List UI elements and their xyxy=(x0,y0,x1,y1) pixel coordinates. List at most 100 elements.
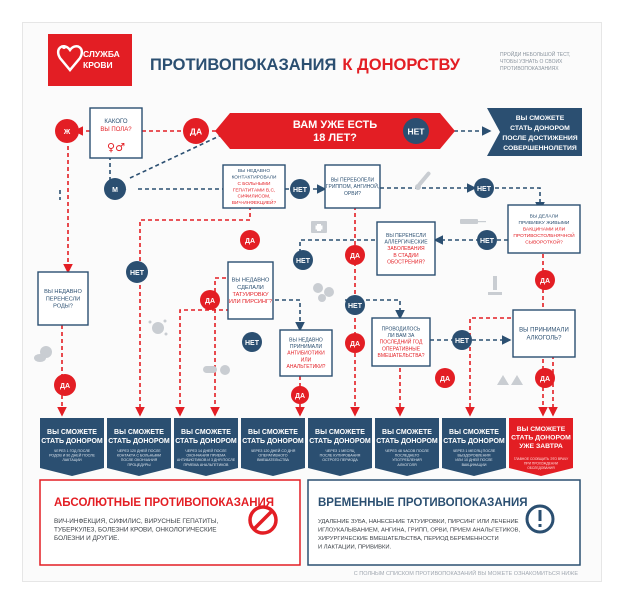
syringe-icon xyxy=(460,219,486,224)
yes-node: ДА xyxy=(535,270,555,290)
decorative-icons xyxy=(34,171,523,385)
svg-text:ВАКЦИНАЦИИ: ВАКЦИНАЦИИ xyxy=(462,463,487,467)
svg-text:ВЫ СМОЖЕТЕ: ВЫ СМОЖЕТЕ xyxy=(516,115,565,122)
text-line: И ЛАКТАЦИИ, ПРИВИВКИ. xyxy=(318,545,392,551)
svg-text:ВЫ СМОЖЕТЕ: ВЫ СМОЖЕТЕ xyxy=(114,429,164,436)
tablets-icon xyxy=(313,283,334,302)
svg-text:ЧЕРЕЗ 1 МЕСЯЦ ПОСЛЕ: ЧЕРЕЗ 1 МЕСЯЦ ПОСЛЕ xyxy=(453,449,496,453)
svg-text:ГЛАВНОЕ СООБЩИТЬ ЭТО ВРАЧУ: ГЛАВНОЕ СООБЩИТЬ ЭТО ВРАЧУ xyxy=(514,457,569,461)
thermometer-icon xyxy=(415,171,431,190)
svg-text:ДА: ДА xyxy=(295,393,305,400)
svg-text:ОБСЛЕДОВАНИЯ: ОБСЛЕДОВАНИЯ xyxy=(527,466,555,470)
svg-text:М: М xyxy=(112,187,118,194)
logo-line1: СЛУЖБА xyxy=(83,49,120,59)
svg-text:ЧЕРЕЗ 1 МЕСЯЦ: ЧЕРЕЗ 1 МЕСЯЦ xyxy=(326,449,355,453)
antibiotics-question: ВЫ НЕДАВНОПРИНИМАЛИАНТИБИОТИКИИЛИАНАЛЬГЕ… xyxy=(279,329,333,377)
absolute-title: АБСОЛЮТНЫЕ ПРОТИВОПОКАЗАНИЯ xyxy=(54,497,274,509)
question-line: ВАКЦИНАМИ ИЛИ xyxy=(523,227,566,233)
svg-text:НЕТ: НЕТ xyxy=(130,270,145,277)
question-line: ВМЕШАТЕЛЬСТВА? xyxy=(378,353,425,359)
question-line: ПРИВИВКУ ЖИВЫМИ xyxy=(519,220,570,226)
svg-text:СТАТЬ ДОНОРОМ: СТАТЬ ДОНОРОМ xyxy=(443,438,505,445)
header-side-note: ПРОЙДИ НЕБОЛЬШОЙ ТЕСТ,ЧТОБЫ УЗНАТЬ О СВО… xyxy=(500,50,570,72)
svg-text:ПОСЛЕ КУПИРОВАНИЯ: ПОСЛЕ КУПИРОВАНИЯ xyxy=(320,454,361,458)
temporary-text: УДАЛЕНИЕ ЗУБА, НАНЕСЕНИЕ ТАТУИРОВКИ, ПИР… xyxy=(318,519,521,551)
warning-icon xyxy=(525,504,555,534)
svg-text:ДА: ДА xyxy=(205,298,215,305)
absolute-text: ВИЧ-ИНФЕКЦИЯ, СИФИЛИС, ВИРУСНЫЕ ГЕПАТИТЫ… xyxy=(54,518,218,542)
text-line: ТУБЕРКУЛЕЗ, БОЛЕЗНИ КРОВИ, ОНКОЛОГИЧЕСКИ… xyxy=(54,527,217,534)
svg-text:НЕТ: НЕТ xyxy=(348,303,363,310)
text-line: ЧТОБЫ УЗНАТЬ О СВОИХ xyxy=(500,59,563,65)
svg-text:НЕТ: НЕТ xyxy=(296,258,311,265)
question-line: ОРВИ? xyxy=(344,191,361,197)
question-line: ОБОСТРЕНИЯ? xyxy=(387,259,425,265)
temporary-text-lines: УДАЛЕНИЕ ЗУБА, НАНЕСЕНИЕ ТАТУИРОВКИ, ПИР… xyxy=(318,519,521,551)
first-aid-icon xyxy=(311,221,327,233)
svg-text:ДА: ДА xyxy=(350,341,360,348)
svg-text:ЛАКТАЦИИ: ЛАКТАЦИИ xyxy=(62,458,82,462)
svg-text:ЧЕРЕЗ 14 ДНЕЙ ПОСЛЕ: ЧЕРЕЗ 14 ДНЕЙ ПОСЛЕ xyxy=(185,449,227,453)
male-node: М xyxy=(104,178,126,200)
logo-line2: КРОВИ xyxy=(83,60,113,70)
question-line: АНАЛЬГЕТИКИ? xyxy=(287,364,326,370)
yes-node: ДА xyxy=(435,368,455,388)
no-node: НЕТ xyxy=(474,178,494,198)
question-line: СЫВОРОТКОЙ? xyxy=(525,238,563,246)
svg-text:НЕТ: НЕТ xyxy=(293,187,308,194)
prohibited-icon xyxy=(248,505,278,535)
svg-text:ДА: ДА xyxy=(190,127,202,137)
svg-text:СТАТЬ ДОНОРОМ: СТАТЬ ДОНОРОМ xyxy=(510,125,570,132)
svg-text:СТАТЬ ДОНОРОМ: СТАТЬ ДОНОРОМ xyxy=(242,438,304,445)
question-line: ВЫ ПЕРЕБОЛЕЛИ xyxy=(331,178,375,184)
question-line: ВЫ ПРИНИМАЛИ xyxy=(519,328,569,334)
no-node: НЕТ xyxy=(242,332,262,352)
side-note-lines: ПРОЙДИ НЕБОЛЬШОЙ ТЕСТ,ЧТОБЫ УЗНАТЬ О СВО… xyxy=(500,50,570,72)
connector-line xyxy=(268,299,305,332)
yes-node: ДА xyxy=(345,245,365,265)
yes-node: ДА xyxy=(54,374,76,396)
question-line: АНТИБИОТИКИ xyxy=(287,351,325,357)
text-line: ПРОЙДИ НЕБОЛЬШОЙ ТЕСТ, xyxy=(500,50,570,58)
question-line: ВЫ НЕДАВНО xyxy=(232,278,270,284)
svg-text:НЕТ: НЕТ xyxy=(408,127,426,137)
question-line: ВЫ НЕДАВНО xyxy=(289,337,323,343)
svg-text:ДА: ДА xyxy=(245,238,255,245)
svg-text:ЧЕРЕЗ 120 ДНЕЙ СО ДНЯ: ЧЕРЕЗ 120 ДНЕЙ СО ДНЯ xyxy=(251,449,296,453)
svg-text:ВЫЗДОРОВЛЕНИЯ: ВЫЗДОРОВЛЕНИЯ xyxy=(458,454,491,458)
question-line: ВИЧ-ИНФЕКЦИЕЙ? xyxy=(232,198,277,206)
svg-text:ПОСЛЕ ОКОНЧАНИЯ: ПОСЛЕ ОКОНЧАНИЯ xyxy=(121,458,158,462)
yes-node: ДА xyxy=(535,368,555,388)
svg-text:ДА: ДА xyxy=(60,383,70,390)
yes-node: ДА xyxy=(345,333,365,353)
gender-icon: ♀♂ xyxy=(107,141,125,154)
svg-text:ПРОЦЕДУРЫ: ПРОЦЕДУРЫ xyxy=(127,463,150,467)
no-node: НЕТ xyxy=(345,295,365,315)
question-line: ОПЕРАТИВНЫЕ xyxy=(382,346,421,352)
question-line: В СТАДИИ xyxy=(393,253,419,259)
svg-text:ПРИ ПРОХОЖДЕНИИ: ПРИ ПРОХОЖДЕНИИ xyxy=(524,461,559,465)
svg-text:СТАТЬ ДОНОРОМ: СТАТЬ ДОНОРОМ xyxy=(175,438,237,445)
text-line: ХИРУРГИЧЕСКИЕ ВМЕШАТЕЛЬСТВА, ПЕРИОД БЕРЕ… xyxy=(318,536,499,542)
no-node: НЕТ xyxy=(452,330,472,350)
svg-text:18 ЛЕТ?: 18 ЛЕТ? xyxy=(313,132,357,144)
svg-text:ИЛИ 10 ДНЕЙ ПОСЛЕ: ИЛИ 10 ДНЕЙ ПОСЛЕ xyxy=(455,458,493,462)
question-line: С БОЛЬНЫМИ xyxy=(237,181,271,187)
svg-text:НЕТ: НЕТ xyxy=(477,186,492,193)
no-node: НЕТ xyxy=(293,250,313,270)
svg-text:СТАТЬ ДОНОРОМ: СТАТЬ ДОНОРОМ xyxy=(511,435,571,442)
connector-line xyxy=(129,130,231,179)
question-line: ГРИППОМ, АНГИНОЙ, xyxy=(326,182,379,190)
